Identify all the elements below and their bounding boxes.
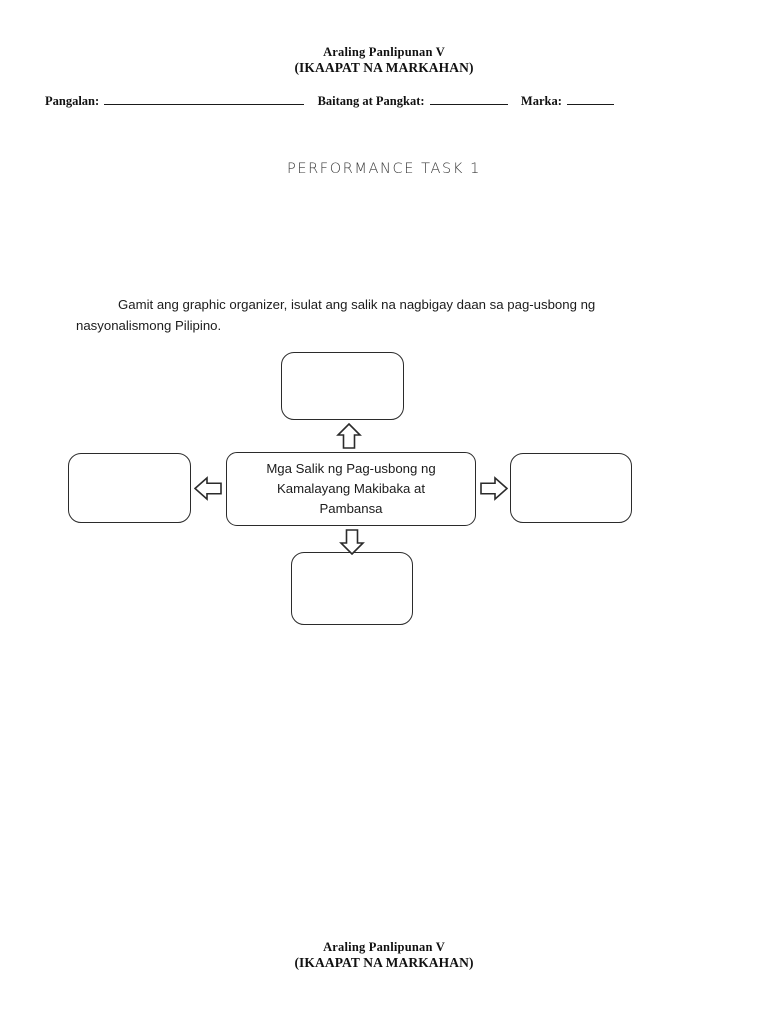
name-input-rule[interactable] [104, 93, 305, 105]
center-text-line3: Pambansa [319, 501, 383, 516]
name-label: Pangalan: [45, 94, 100, 108]
header-title-line1: Araling Panlipunan V [323, 45, 445, 59]
performance-task-title: PERFORMANCE TASK 1 [287, 161, 481, 177]
footer-title-line1: Araling Panlipunan V [323, 940, 445, 954]
organizer-box-bottom[interactable] [291, 552, 413, 625]
arrow-up-icon [336, 423, 362, 449]
instruction-text: Gamit ang graphic organizer, isulat ang … [76, 297, 596, 333]
section-label: Baitang at Pangkat: [317, 94, 425, 108]
grade-input-rule[interactable] [566, 93, 614, 105]
arrow-left-icon [194, 476, 222, 501]
arrow-down-icon [339, 529, 365, 555]
section-input-rule[interactable] [429, 93, 508, 105]
organizer-center-box: Mga Salik ng Pag-usbong ng Kamalayang Ma… [226, 452, 476, 526]
organizer-box-top[interactable] [281, 352, 404, 420]
document-header: Araling Panlipunan V (IKAAPAT NA MARKAHA… [0, 44, 768, 76]
identity-line: Pangalan: Baitang at Pangkat: Marka: [45, 93, 735, 109]
center-text-line2: Kamalayang Makibaka at [276, 481, 426, 496]
organizer-box-left[interactable] [68, 453, 191, 523]
arrow-right-icon [480, 476, 508, 501]
grade-label: Marka: [520, 94, 562, 108]
organizer-center-text: Mga Salik ng Pag-usbong ng Kamalayang Ma… [256, 459, 445, 519]
header-title-line2: (IKAAPAT NA MARKAHAN) [294, 60, 474, 75]
document-footer: Araling Panlipunan V (IKAAPAT NA MARKAHA… [0, 939, 768, 971]
footer-title-line2: (IKAAPAT NA MARKAHAN) [294, 955, 474, 970]
center-text-line1: Mga Salik ng Pag-usbong ng [266, 461, 436, 476]
organizer-box-right[interactable] [510, 453, 632, 523]
